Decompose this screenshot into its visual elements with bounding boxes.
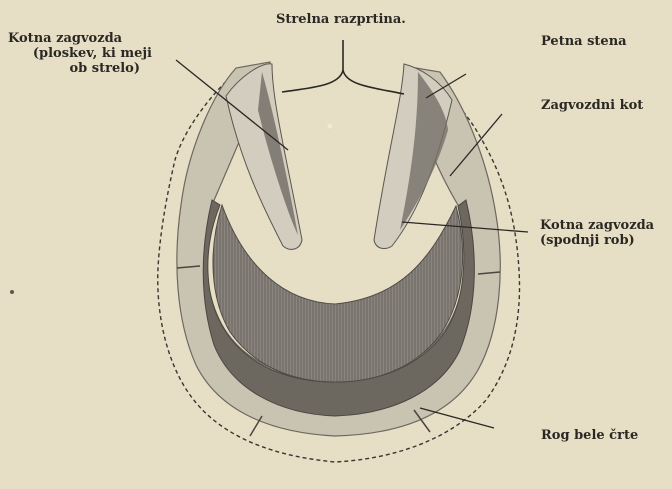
- paper-speck: [10, 290, 14, 294]
- label-strelna-razprtina: Strelna razprtina.: [276, 12, 406, 27]
- label-line: (ploskev, ki meji: [8, 46, 156, 61]
- label-line: Kotna zagvozda: [8, 31, 156, 46]
- label-petna-stena: Petna stena: [541, 34, 627, 49]
- label-kotna-zagvozda-ploskev: Kotna zagvozda (ploskev, ki meji ob stre…: [8, 31, 156, 76]
- label-line: ob strelo): [8, 61, 156, 76]
- label-line: (spodnji rob): [540, 233, 654, 248]
- label-kotna-zagvozda-spodnji-rob: Kotna zagvozda (spodnji rob): [540, 218, 654, 248]
- paper-speck: [328, 124, 333, 129]
- label-line: Kotna zagvozda: [540, 218, 654, 233]
- label-rog-bele-crte: Rog bele črte: [541, 428, 638, 443]
- label-zagvozdni-kot: Zagvozdni kot: [541, 98, 643, 113]
